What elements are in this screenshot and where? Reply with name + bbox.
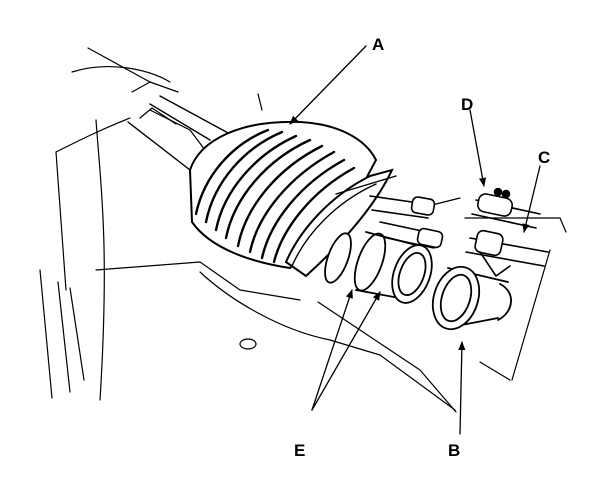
leader-b — [458, 341, 466, 435]
leader-e2 — [311, 291, 381, 411]
leader-c — [522, 165, 541, 233]
clamp-e — [324, 231, 433, 304]
steering-rack — [127, 95, 231, 171]
leader-d — [469, 109, 487, 187]
boot-bellows — [188, 120, 397, 278]
callout-a: A — [372, 35, 384, 54]
callout-e: E — [294, 441, 305, 460]
hose-b — [431, 265, 512, 331]
callout-d: D — [461, 95, 473, 114]
leader-a — [289, 45, 367, 125]
connector-pipes — [465, 187, 549, 277]
leader-lines — [289, 45, 541, 435]
body-panel — [39, 47, 567, 413]
leader-e1 — [311, 289, 353, 411]
callout-c: C — [538, 148, 550, 167]
callout-b: B — [448, 441, 460, 460]
